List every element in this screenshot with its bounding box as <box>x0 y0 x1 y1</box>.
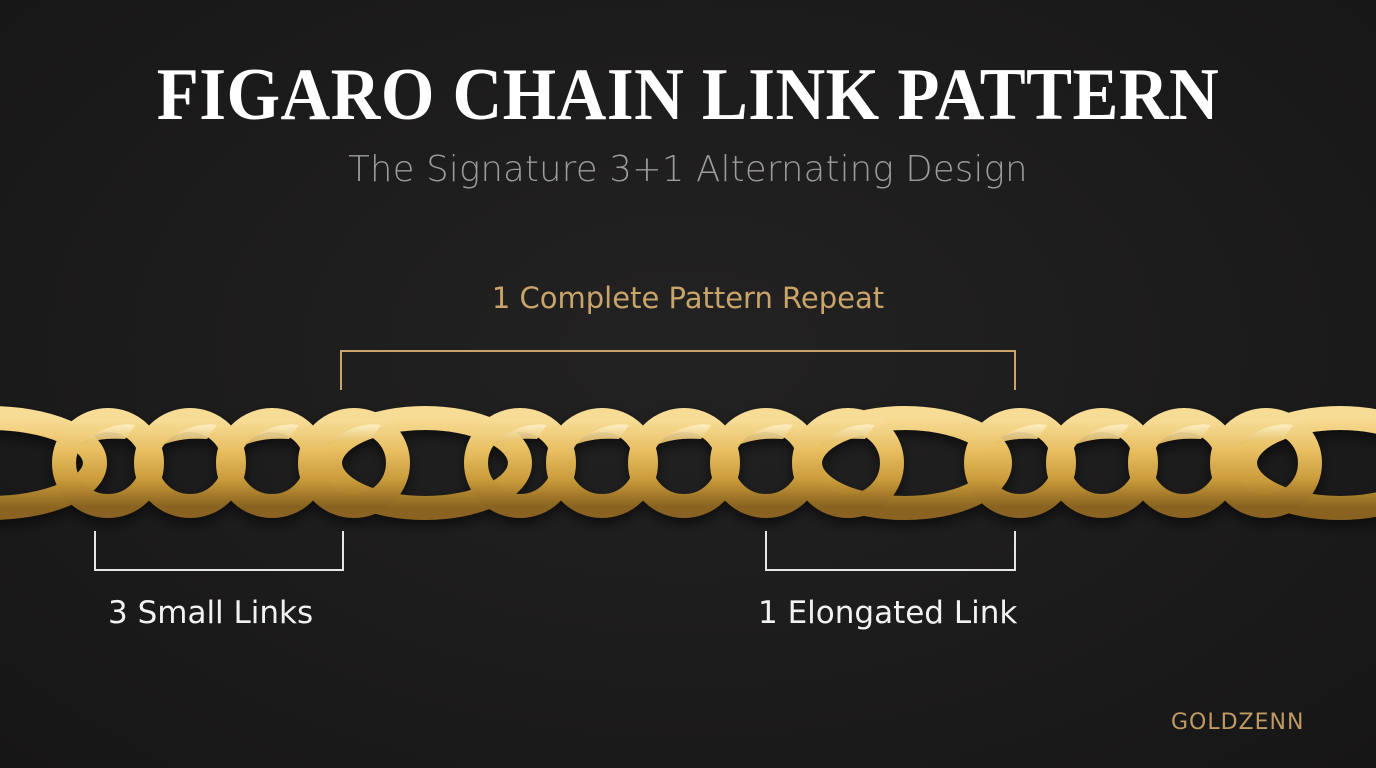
brand-logo: GOLDZENN <box>1171 710 1305 735</box>
small-links-label: 3 Small Links <box>108 595 314 631</box>
small-link <box>52 408 1322 518</box>
elongated-link-label: 1 Elongated Link <box>758 595 1018 631</box>
small-links-bracket <box>94 531 344 571</box>
page-subtitle: The Signature 3+1 Alternating Design <box>348 149 1028 190</box>
pattern-repeat-label: 1 Complete Pattern Repeat <box>491 281 885 315</box>
figaro-chain-illustration <box>0 406 1376 520</box>
elongated-link-bracket <box>765 531 1016 571</box>
pattern-repeat-bracket <box>340 350 1016 390</box>
page-title: FIGARO CHAIN LINK PATTERN <box>156 54 1220 136</box>
